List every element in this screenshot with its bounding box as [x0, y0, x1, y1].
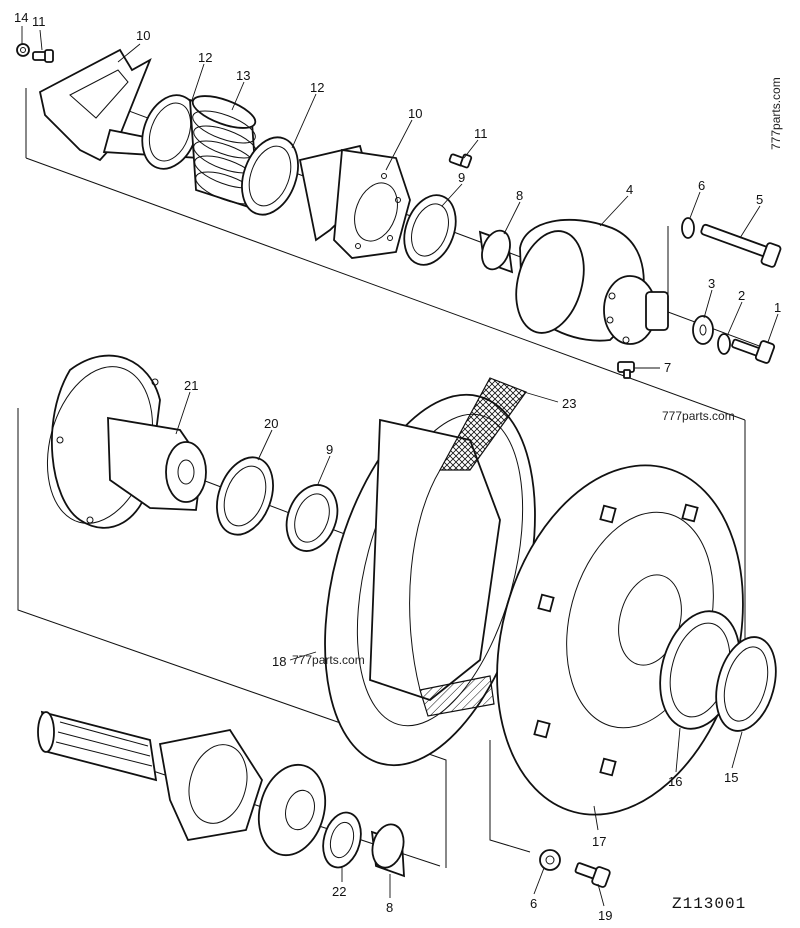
callout-5: 5 [756, 192, 763, 207]
callout-17: 17 [592, 834, 606, 849]
callout-16: 16 [668, 774, 682, 789]
part-bearing-bottom [257, 763, 327, 857]
part-23-belt [409, 377, 527, 717]
part-11-screw-right [448, 153, 473, 169]
leader-lines [21, 26, 779, 907]
watermark-middle: 777parts.com [662, 409, 735, 423]
callout-12-b: 12 [310, 80, 324, 95]
callout-14: 14 [14, 10, 28, 25]
callout-10: 10 [136, 28, 150, 43]
part-21-flange-hub [46, 354, 207, 529]
callout-labels: 14 11 10 12 13 12 10 11 9 8 4 6 5 3 2 1 … [14, 10, 781, 923]
part-1-bolt [731, 338, 776, 364]
group-boundary-left [17, 408, 447, 868]
part-6-nut-bottom [539, 849, 561, 871]
callout-11-b: 11 [474, 126, 488, 141]
part-7-fitting [617, 361, 635, 379]
callout-11: 11 [32, 14, 46, 29]
callout-4: 4 [626, 182, 633, 197]
part-10-housing-right [298, 144, 411, 259]
callout-8-b: 8 [386, 900, 393, 915]
part-19-bolt [574, 862, 611, 888]
part-bearing-housing [158, 728, 263, 842]
callout-9: 9 [458, 170, 465, 185]
callout-9-b: 9 [326, 442, 333, 457]
part-12-ring-right [241, 136, 299, 216]
callout-6: 6 [698, 178, 705, 193]
part-8-bushing-bottom [370, 823, 405, 878]
part-5-bolt [700, 223, 782, 268]
watermark-right: 777parts.com [769, 77, 783, 150]
part-9-bearing-top [403, 194, 457, 266]
callout-20: 20 [264, 416, 278, 431]
part-2-lockwasher [717, 333, 731, 355]
callout-15: 15 [724, 770, 738, 785]
part-20-seal [216, 456, 274, 536]
part-13-spring [189, 95, 259, 212]
drawing-code: Z113001 [672, 895, 746, 913]
callout-18: 18 [272, 654, 286, 669]
part-splined-shaft [37, 710, 158, 782]
part-14-nut [16, 43, 30, 57]
part-9-bearing-middle [285, 484, 339, 552]
callout-12: 12 [198, 50, 212, 65]
callout-21: 21 [184, 378, 198, 393]
part-6-washer-top [681, 217, 695, 239]
part-22-seal [322, 811, 362, 869]
part-12-ring-left [141, 94, 199, 170]
callout-19: 19 [598, 908, 612, 923]
callout-2: 2 [738, 288, 745, 303]
callout-23: 23 [562, 396, 576, 411]
callout-13: 13 [236, 68, 250, 83]
group-boundary-lower [489, 740, 531, 853]
callout-22: 22 [332, 884, 346, 899]
callout-1: 1 [774, 300, 781, 315]
part-8-bushing-top [478, 229, 514, 274]
callout-3: 3 [708, 276, 715, 291]
callout-6-b: 6 [530, 896, 537, 911]
part-11-screw [32, 49, 54, 63]
part-3-washer [692, 315, 714, 345]
part-18-sheave [324, 393, 536, 767]
part-15-snap-ring [715, 636, 777, 732]
part-4-clutch-drum [515, 218, 669, 345]
watermark-center: 777parts.com [292, 653, 365, 667]
callout-10-b: 10 [408, 106, 422, 121]
callout-7: 7 [664, 360, 671, 375]
callout-8: 8 [516, 188, 523, 203]
